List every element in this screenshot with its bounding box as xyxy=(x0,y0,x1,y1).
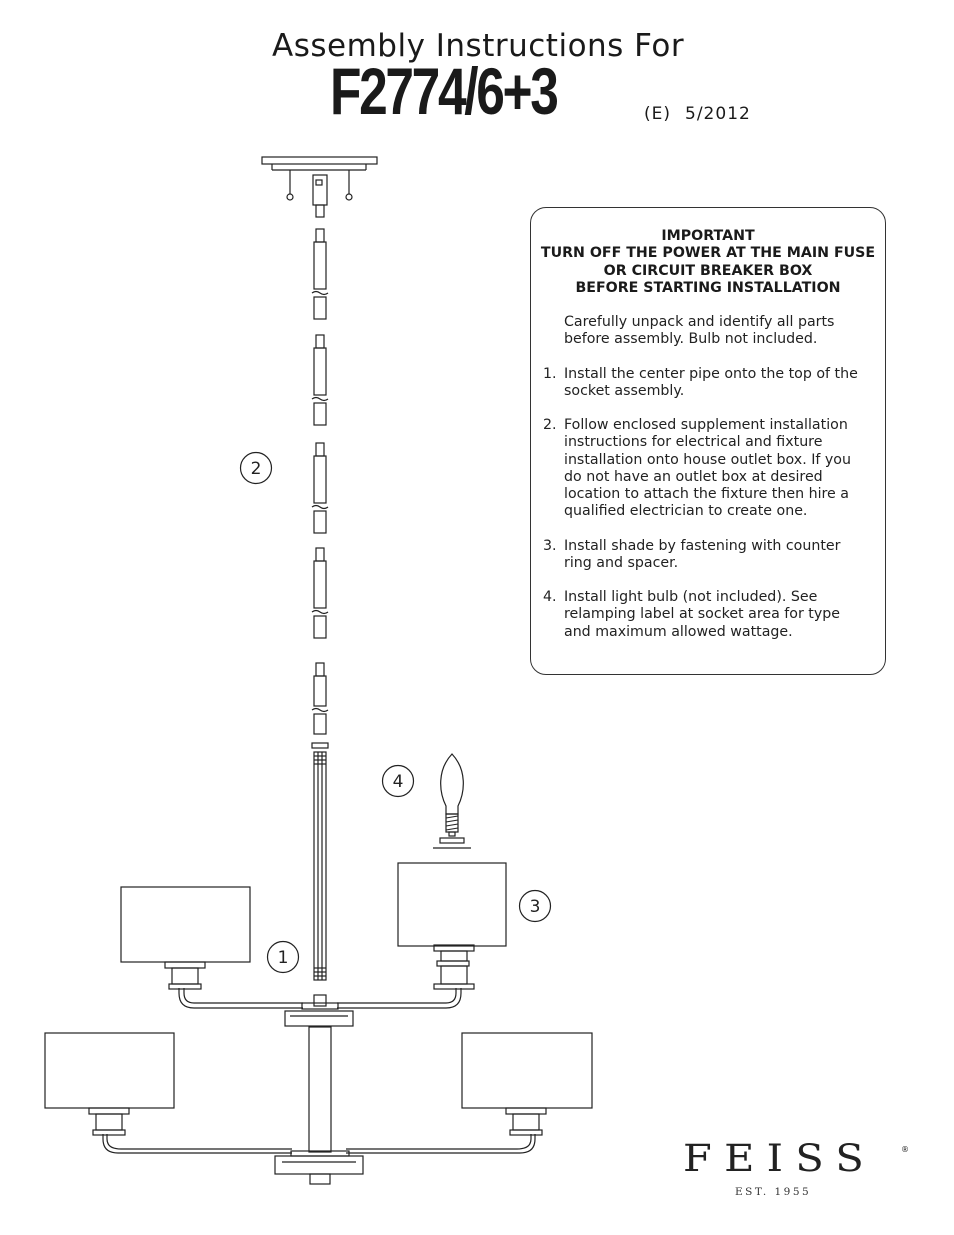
revision-date: 5/2012 xyxy=(685,104,751,124)
registered-mark: ® xyxy=(901,1145,909,1154)
center-pipe xyxy=(311,742,329,981)
candelabra-bulb xyxy=(433,753,471,849)
brand-established: EST. 1955 xyxy=(735,1186,812,1198)
step-number: 4. xyxy=(543,589,557,606)
step-text: Carefully unpack and identify all parts … xyxy=(564,314,835,348)
step-number: 2. xyxy=(543,417,557,434)
instruction-intro: Carefully unpack and identify all parts … xyxy=(543,314,879,348)
lower-right-shade xyxy=(461,1032,593,1136)
important-warning: IMPORTANT TURN OFF THE POWER AT THE MAIN… xyxy=(531,228,885,297)
warning-line: OR CIRCUIT BREAKER BOX xyxy=(603,262,813,279)
warning-heading: IMPORTANT xyxy=(661,228,755,244)
step-text: Follow enclosed supplement installation … xyxy=(564,417,851,520)
step-number: 1. xyxy=(543,365,557,382)
callout-number-4: 4 xyxy=(393,772,404,792)
callout-number-2: 2 xyxy=(251,459,262,479)
canopy xyxy=(261,156,378,218)
callout-circles xyxy=(239,451,552,974)
document-title: Assembly Instructions For xyxy=(272,28,685,64)
lower-arms xyxy=(102,1134,536,1154)
instruction-step-2: 2. Follow enclosed supplement installatio… xyxy=(543,417,879,520)
revision-info: (E) 5/2012 xyxy=(644,104,751,124)
warning-line: BEFORE STARTING INSTALLATION xyxy=(575,279,841,296)
warning-line: TURN OFF THE POWER AT THE MAIN FUSE xyxy=(540,245,876,262)
instruction-step-4: 4. Install light bulb (not included). See… xyxy=(543,589,879,641)
step-text: Install shade by fastening with counter … xyxy=(564,537,841,571)
instruction-step-1: 1. Install the center pipe onto the top o… xyxy=(543,366,879,400)
upper-hub xyxy=(284,994,354,1153)
step-text: Install light bulb (not included). See r… xyxy=(564,589,840,640)
lower-hub xyxy=(274,1150,364,1185)
upper-arms xyxy=(178,988,462,1009)
model-number: F2774/6+3 xyxy=(330,54,559,128)
callout-number-3: 3 xyxy=(530,897,541,917)
revision-code: (E) xyxy=(644,104,672,124)
callout-number-1: 1 xyxy=(278,948,289,968)
step-number: 3. xyxy=(543,537,557,554)
upper-left-shade xyxy=(120,886,251,990)
brand-logo: FEISS xyxy=(683,1137,877,1180)
instruction-steps: Carefully unpack and identify all parts … xyxy=(543,314,879,658)
stem-pipes xyxy=(311,228,329,735)
instructions-box: IMPORTANT TURN OFF THE POWER AT THE MAIN… xyxy=(530,207,886,675)
step-text: Install the center pipe onto the top of … xyxy=(564,365,858,399)
instruction-step-3: 3. Install shade by fastening with counte… xyxy=(543,538,879,572)
upper-right-shade xyxy=(397,862,507,990)
lower-left-shade xyxy=(44,1032,175,1136)
bulb-base-threads xyxy=(445,815,459,831)
